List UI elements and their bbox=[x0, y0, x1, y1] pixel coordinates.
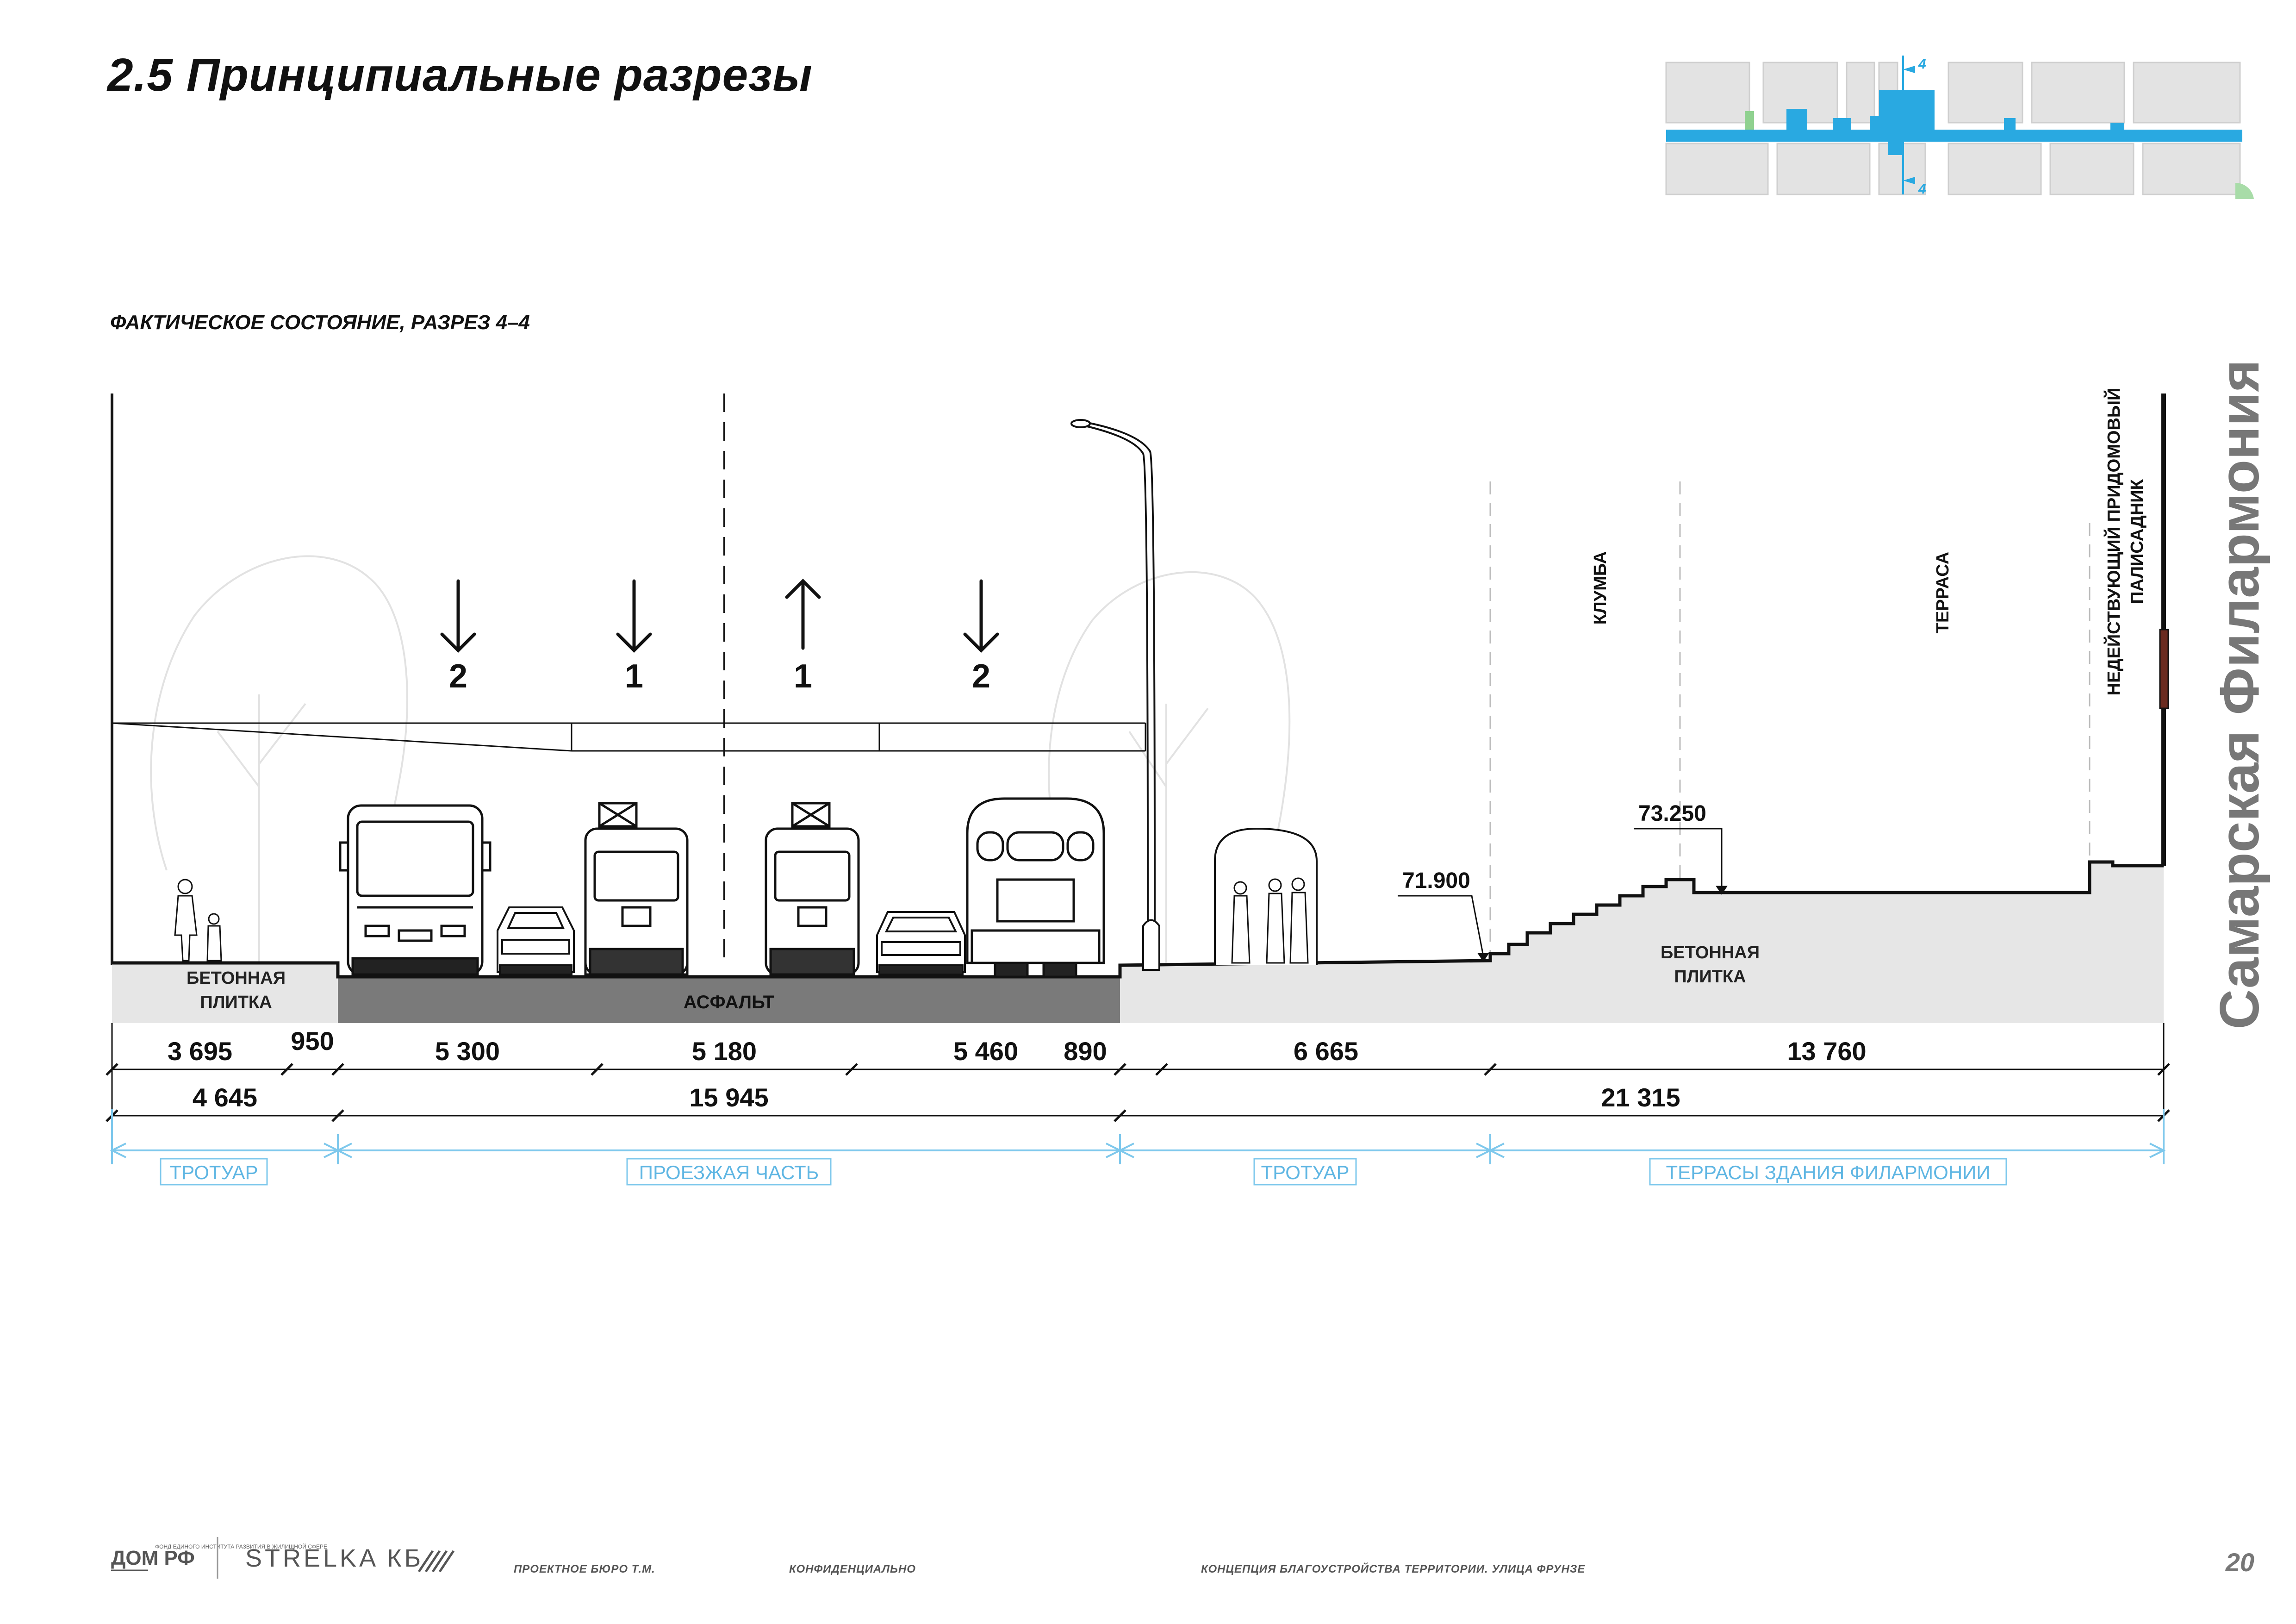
bus bbox=[339, 804, 492, 976]
zone-box bbox=[160, 1158, 268, 1186]
overhead-catenary bbox=[112, 722, 1146, 752]
asphalt-label: АСФАЛЬТ bbox=[684, 992, 775, 1012]
dimension-total: 4 645 bbox=[193, 1083, 257, 1112]
dimension-total: 15 945 bbox=[689, 1083, 768, 1112]
key-map: 4 4 bbox=[1661, 56, 2254, 199]
dom-rf-logo: ДОМ РФ ФОНД ЕДИНОГО ИНСТИТУТА РАЗВИТИЯ В… bbox=[111, 1537, 327, 1579]
dimension-value: 3 695 bbox=[168, 1037, 232, 1066]
zone-box bbox=[1253, 1158, 1357, 1186]
zone-label: ТРОТУАР bbox=[170, 1162, 258, 1183]
car-2 bbox=[876, 911, 966, 975]
lane-number: 1 bbox=[794, 658, 812, 695]
dom-rf-text: ДОМ РФ bbox=[111, 1547, 195, 1569]
key-map-marker-bottom: 4 bbox=[1918, 181, 1926, 197]
lane-arrow-up bbox=[785, 579, 821, 650]
terrace-label: ТЕРРАСА bbox=[1933, 552, 1953, 633]
front-garden-label-line: НЕДЕЙСТВУЮЩИЙ ПРИДОМОВЫЙ bbox=[2103, 388, 2124, 696]
zone-label: ТРОТУАР bbox=[1261, 1162, 1350, 1183]
zone-label: ПРОЕЗЖАЯ ЧАСТЬ bbox=[639, 1162, 819, 1183]
dimension-total: 21 315 bbox=[1601, 1083, 1680, 1112]
dimension-value: 890 bbox=[1064, 1037, 1107, 1066]
dimension-value: 950 bbox=[291, 1026, 334, 1056]
dimension-value: 6 665 bbox=[1294, 1037, 1358, 1066]
front-garden-label-line: ПАЛИСАДНИК bbox=[2128, 479, 2147, 604]
dimension-value: 13 760 bbox=[1787, 1037, 1866, 1066]
right-paving bbox=[1120, 862, 2164, 1023]
footer-bureau: ПРОЕКТНОЕ БЮРО Т.М. bbox=[514, 1563, 655, 1575]
dimension-value: 5 300 bbox=[435, 1037, 500, 1066]
strelka-brand: STRELKA КБ bbox=[245, 1544, 424, 1572]
dimension-value: 5 460 bbox=[953, 1037, 1018, 1066]
building-name: Самарская Филармония bbox=[2209, 360, 2271, 1030]
lane-arrow-down bbox=[440, 579, 476, 653]
strelka-pattern-icon bbox=[417, 1550, 455, 1573]
lane-arrow-down bbox=[963, 579, 999, 653]
footer-confidential: КОНФИДЕНЦИАЛЬНО bbox=[789, 1563, 916, 1575]
footer-concept: КОНЦЕПЦИЯ БЛАГОУСТРОЙСТВА ТЕРРИТОРИИ. УЛ… bbox=[1201, 1563, 1586, 1575]
tram-1 bbox=[584, 802, 689, 976]
page-number: 20 bbox=[2225, 1548, 2254, 1577]
tree-outlines bbox=[150, 555, 1291, 963]
flowerbed-label: КЛУМБА bbox=[1591, 551, 1610, 625]
zone-label: ТЕРРАСЫ ЗДАНИЯ ФИЛАРМОНИИ bbox=[1666, 1162, 1990, 1183]
lane-number: 1 bbox=[625, 658, 643, 695]
dimension-value: 5 180 bbox=[692, 1037, 757, 1066]
left-paving bbox=[112, 963, 338, 1023]
tram-2 bbox=[765, 802, 860, 976]
pedestrians-left bbox=[174, 879, 222, 962]
street-lamp bbox=[1070, 419, 1160, 971]
pedestrians-shelter bbox=[1231, 877, 1309, 964]
page-title: 2.5 Принципиальные разрезы bbox=[107, 49, 813, 101]
dom-rf-caption: ФОНД ЕДИНОГО ИНСТИТУТА РАЗВИТИЯ В ЖИЛИЩН… bbox=[155, 1543, 327, 1550]
zone-lines bbox=[110, 1109, 2166, 1164]
lane-number: 2 bbox=[449, 658, 467, 695]
asphalt bbox=[338, 977, 1120, 1023]
zone-box bbox=[626, 1158, 832, 1186]
elevation-73250: 73.250 bbox=[1638, 801, 1706, 826]
truck bbox=[966, 797, 1105, 978]
zone-box bbox=[1649, 1158, 2007, 1186]
lane-arrow-down bbox=[616, 579, 652, 653]
car-1 bbox=[497, 906, 575, 975]
elevation-71900: 71.900 bbox=[1402, 868, 1470, 893]
key-map-marker-top: 4 bbox=[1918, 56, 1926, 72]
section-subtitle: ФАКТИЧЕСКОЕ СОСТОЯНИЕ, РАЗРЕЗ 4–4 bbox=[110, 311, 530, 334]
lane-number: 2 bbox=[972, 658, 990, 695]
